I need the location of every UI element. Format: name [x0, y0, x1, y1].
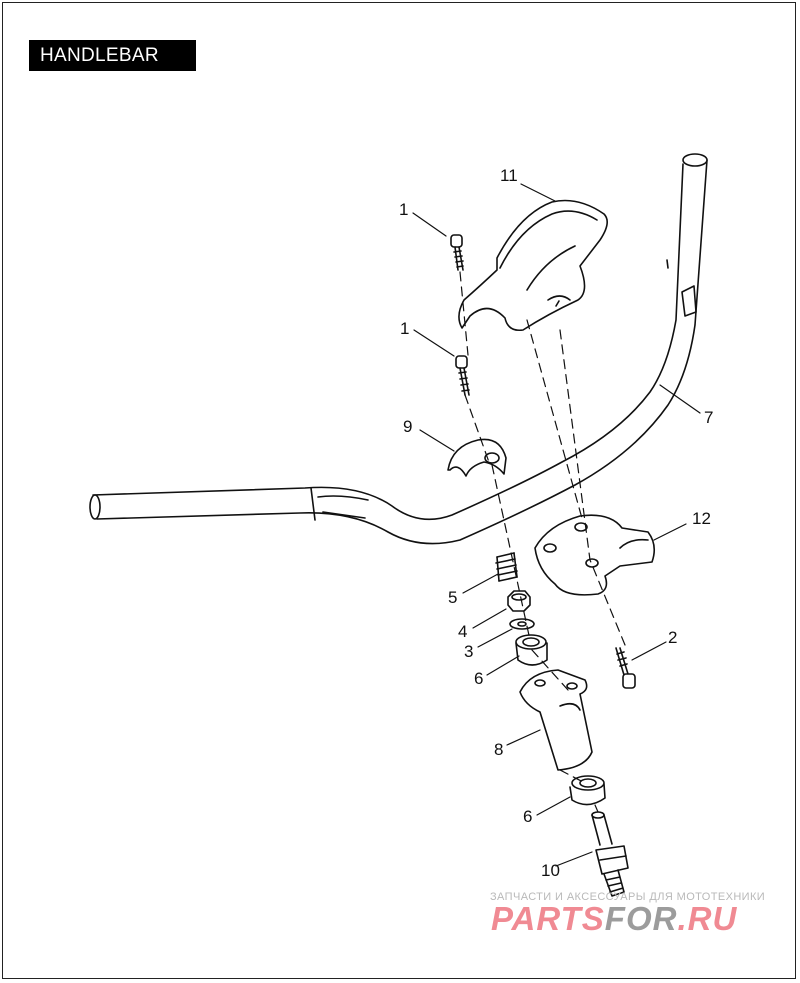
callout-2: 2: [668, 628, 677, 647]
callout-6-lower: 6: [523, 807, 532, 826]
callout-9: 9: [403, 417, 412, 436]
bushing-upper: [515, 634, 548, 666]
callout-3: 3: [464, 642, 473, 661]
lower-clamp: [534, 514, 656, 596]
callout-6-upper: 6: [474, 669, 483, 688]
callout-1-top: 1: [399, 200, 408, 219]
diagram-title: HANDLEBAR: [29, 40, 196, 71]
callout-5: 5: [448, 588, 457, 607]
screw-middle: [455, 355, 470, 396]
callout-4: 4: [458, 622, 467, 641]
screw-lower: [615, 647, 636, 689]
nut: [507, 590, 531, 612]
bushing-lower: [569, 775, 606, 806]
watermark-brand-b: FOR: [604, 900, 678, 937]
screw-top: [450, 234, 464, 271]
watermark-logo: PARTSFOR.RU: [491, 900, 737, 938]
callout-11: 11: [500, 166, 518, 185]
watermark-tagline: ЗАПЧАСТИ И АКСЕССУАРЫ ДЛЯ МОТОТЕХНИКИ: [490, 891, 766, 903]
callout-12: 12: [692, 509, 711, 528]
callout-1-middle: 1: [400, 319, 409, 338]
leader-lines: [412, 183, 701, 867]
callout-numbers: 1 11 1 9 7 12 5 4 3 6 2 8 6 10: [399, 166, 713, 880]
watermark-brand-c: .RU: [677, 900, 738, 937]
washer: [509, 618, 535, 630]
riser: [519, 669, 593, 771]
callout-8: 8: [494, 740, 503, 759]
upper-clamp: [447, 438, 507, 477]
assembly-lines: [459, 271, 626, 813]
callout-7: 7: [704, 408, 713, 427]
handlebar-tube: [89, 153, 708, 545]
riser-bolt: [591, 811, 629, 897]
riser-cover: [458, 199, 608, 332]
spring: [495, 552, 518, 582]
watermark-brand-a: PARTS: [491, 900, 605, 937]
callout-10: 10: [541, 861, 560, 880]
